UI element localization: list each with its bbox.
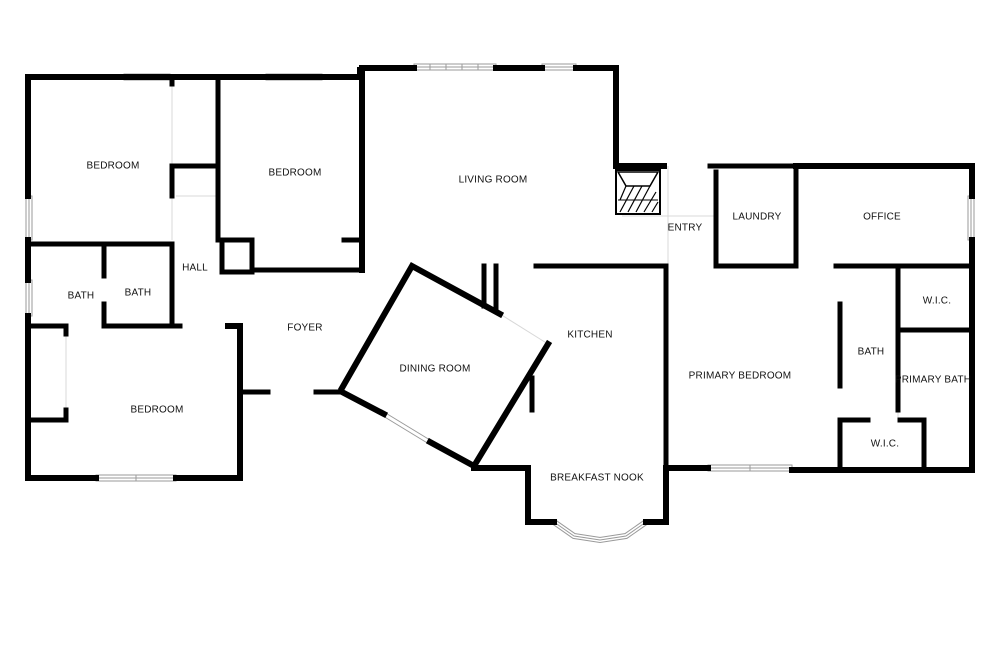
room-labels: BEDROOM BEDROOM LIVING ROOM ENTRY LAUNDR… xyxy=(68,161,971,484)
room-label-living-room: LIVING ROOM xyxy=(459,175,528,186)
room-label-bedroom-n: BEDROOM xyxy=(268,168,321,179)
room-label-laundry: LAUNDRY xyxy=(732,212,781,223)
room-label-bath-primary: BATH xyxy=(858,347,885,358)
door-openings xyxy=(65,84,899,420)
room-label-wic-lower: W.I.C. xyxy=(871,439,899,450)
room-label-bedroom-sw: BEDROOM xyxy=(130,405,183,416)
room-label-primary-bath: PRIMARY BATH xyxy=(895,375,971,386)
room-label-kitchen: KITCHEN xyxy=(567,330,612,341)
room-label-bath-w: BATH xyxy=(68,291,95,302)
room-label-bedroom-nw: BEDROOM xyxy=(86,161,139,172)
room-label-entry: ENTRY xyxy=(668,223,703,234)
room-label-dining-room: DINING ROOM xyxy=(399,364,470,375)
room-label-foyer: FOYER xyxy=(287,323,322,334)
walls xyxy=(25,65,975,525)
room-label-primary-bedroom: PRIMARY BEDROOM xyxy=(689,371,792,382)
room-label-wic-upper: W.I.C. xyxy=(923,296,951,307)
room-label-bath-w2: BATH xyxy=(125,288,152,299)
room-label-office: OFFICE xyxy=(863,212,901,223)
fireplace-icon xyxy=(615,169,661,215)
room-label-breakfast-nook: BREAKFAST NOOK xyxy=(550,473,644,484)
room-label-hall: HALL xyxy=(182,263,208,274)
